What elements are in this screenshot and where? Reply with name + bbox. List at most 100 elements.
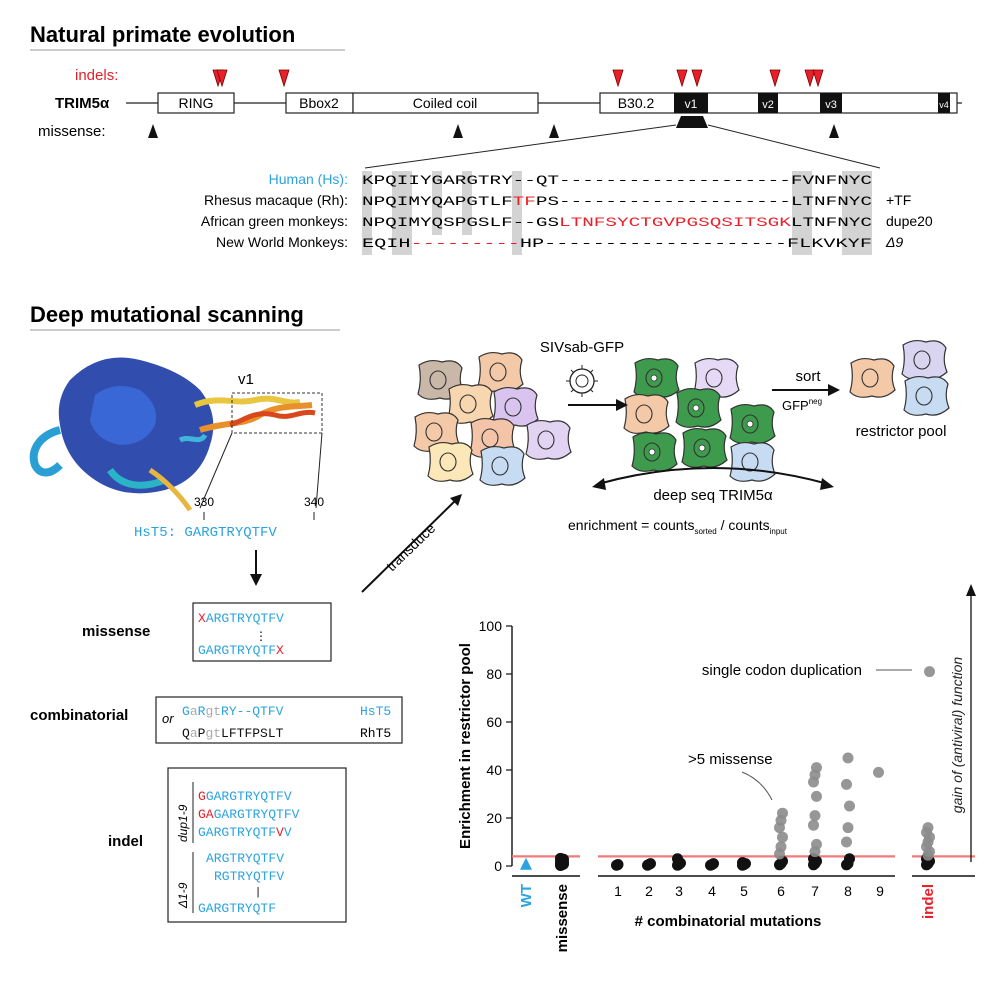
infected-cell-pool — [623, 357, 776, 482]
input-cell — [427, 441, 474, 482]
protein-structure-image — [29, 357, 316, 512]
infected-cell — [729, 403, 776, 444]
infected-cell — [681, 427, 728, 468]
infected-cell — [693, 357, 740, 398]
domain-bbox2: Bbox2 — [285, 92, 354, 114]
data-point — [777, 807, 788, 819]
indel-box — [167, 767, 347, 923]
svg-text:v4: v4 — [939, 100, 949, 110]
data-point — [841, 778, 852, 790]
input-cell-pool — [413, 351, 572, 486]
or-label: or — [162, 711, 174, 726]
v1-structure-label: v1 — [238, 371, 254, 388]
svg-text:B30.2: B30.2 — [618, 95, 655, 111]
indel-markers — [212, 69, 824, 88]
y-tick-label: 20 — [486, 810, 502, 826]
alignment-block: Human (Hs): Rhesus macaque (Rh): African… — [201, 171, 933, 251]
svg-text:v3: v3 — [825, 99, 837, 111]
combinatorial-box — [155, 696, 403, 744]
y-tick-label: 80 — [486, 666, 502, 682]
transduce-label: transduce — [383, 520, 438, 574]
x-tick-label: 7 — [811, 883, 819, 899]
y-axis-label: Enrichment in restrictor pool — [457, 643, 474, 849]
svg-text:v2: v2 — [762, 99, 774, 111]
indel-seq-4: ARGTRYQTFV — [206, 851, 284, 866]
domain-coiled-coil: Coiled coil — [352, 92, 539, 114]
tag-nwm: Δ9 — [885, 234, 903, 250]
annotation-single-codon-duplication: single codon duplication — [702, 662, 862, 679]
restrictor-cell — [903, 375, 950, 416]
svg-text:RING: RING — [179, 95, 214, 111]
x-category-wt: WT — [518, 884, 535, 907]
data-point — [842, 752, 854, 764]
missense-box — [192, 602, 332, 662]
x-tick-label: 6 — [777, 883, 785, 899]
data-point — [809, 810, 821, 822]
virus-icon — [566, 365, 598, 397]
missense-label-top: missense: — [38, 123, 106, 140]
y-tick-label: 0 — [494, 858, 502, 874]
x-tick-label: 9 — [876, 883, 884, 899]
data-point — [775, 841, 787, 853]
data-point — [844, 853, 855, 865]
data-point — [842, 822, 854, 834]
y-tick-label: 40 — [486, 762, 502, 778]
indel-seq-3: GARGTRYQTFVV — [198, 825, 292, 840]
section-title-dms: Deep mutational scanning — [30, 302, 304, 327]
data-point — [555, 852, 566, 864]
indel-row-label: indel — [108, 833, 143, 850]
species-agm: African green monkeys: — [201, 213, 348, 229]
tag-agm: dupe20 — [886, 213, 933, 229]
seq-human: KPQIIYGARGTRY--QT--------------------FVN… — [362, 173, 872, 188]
virus-label: SIVsab-GFP — [540, 339, 624, 356]
combinatorial-tag-2: RhT5 — [360, 726, 391, 741]
indel-seq-sep: | — [255, 887, 262, 899]
x-tick-label: 1 — [614, 883, 622, 899]
domain-v1: v1 — [674, 93, 708, 113]
data-point — [777, 831, 788, 843]
missense-row-label: missense — [82, 623, 150, 640]
species-rhesus: Rhesus macaque (Rh): — [204, 192, 348, 208]
x-axis-label: # combinatorial mutations — [635, 913, 822, 930]
restrictor-pool-label: restrictor pool — [856, 423, 947, 440]
x-category-missense: missense — [554, 884, 571, 952]
alignment-shading — [362, 171, 872, 255]
domain-b30-2: B30.2 — [599, 92, 958, 114]
input-cell — [479, 445, 526, 486]
gain-of-function-arrowhead — [966, 584, 976, 596]
missense-markers — [148, 116, 839, 138]
species-human: Human (Hs): — [269, 171, 348, 187]
position-330: 330 — [194, 495, 214, 509]
data-point — [844, 800, 855, 812]
restrictor-cell-pool — [849, 339, 950, 416]
infected-cell — [633, 357, 680, 398]
missense-seq-2: GARGTRYQTFX — [198, 643, 284, 658]
y-tick-label: 60 — [486, 714, 502, 730]
x-tick-label: 8 — [844, 883, 852, 899]
infected-cell — [623, 393, 670, 434]
x-tick-label: 4 — [708, 883, 716, 899]
svg-text:Coiled coil: Coiled coil — [413, 95, 478, 111]
data-point — [924, 666, 935, 678]
deep-seq-label: deep seq TRIM5α — [653, 487, 773, 504]
dup-label: dup1-9 — [176, 804, 190, 842]
domain-v4: v4 — [938, 93, 950, 113]
hst5-sequence: HsT5: GARGTRYQTFV — [134, 525, 277, 541]
x-category-indel: indel — [920, 884, 937, 919]
section-title-natural-evolution: Natural primate evolution — [30, 22, 295, 47]
gfp-neg-label: GFPneg — [782, 397, 822, 413]
x-tick-label: 5 — [740, 883, 748, 899]
indel-seq-2: GAGARGTRYQTFV — [198, 807, 300, 822]
annotation-missense: >5 missense — [688, 751, 773, 768]
data-point — [737, 857, 748, 869]
gene-label: TRIM5α — [55, 95, 110, 112]
data-point — [811, 838, 822, 850]
svg-text:v1: v1 — [685, 97, 698, 111]
tag-rhesus: +TF — [886, 192, 911, 208]
data-point — [811, 762, 822, 774]
data-point — [672, 853, 683, 865]
combinatorial-row-label: combinatorial — [30, 707, 128, 724]
